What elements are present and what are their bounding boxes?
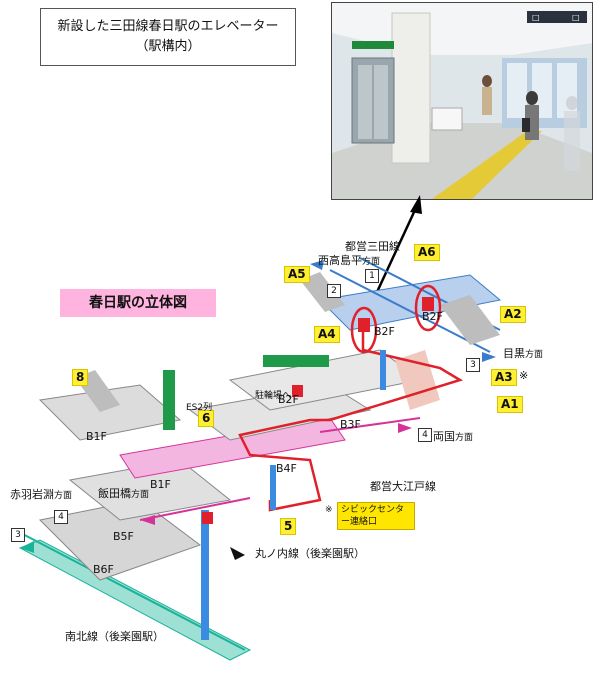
label-bicycle-parking: 駐輪場へ [255,391,292,401]
exit-6: 6 [198,410,215,427]
floor-b4f: B4F [276,462,297,475]
civic-center-entrance: シビックセンター連絡口 [337,502,415,530]
exit-5: 5 [280,518,297,535]
label-mita-line: 都営三田線 [345,240,400,253]
platform-num-4-left: 4 [54,510,68,524]
caption-line-2: （駅構内） [135,39,201,54]
dir-akabaneiwabuchi: 赤羽岩淵方面 [10,488,73,501]
label-namboku-line: 南北線（後楽園駅） [65,630,164,643]
floor-b1f-left: B1F [86,430,107,443]
exit-a1: A1 [497,396,523,413]
floor-b6f: B6F [93,563,114,576]
elevator-photo: □ □ [331,2,593,200]
civic-note: ※ [325,505,333,515]
exit-a4: A4 [314,326,340,343]
floor-b2f-c: B2F [278,393,299,406]
platform-num-3-right: 3 [466,358,480,372]
floor-b2f-a: B2F [422,310,443,323]
platform-num-2: 2 [327,284,341,298]
caption-line-1: 新設した三田線春日駅のエレベーター [57,19,279,34]
exit-8: 8 [72,369,89,386]
dir-iidabashi: 飯田橋方面 [98,487,150,500]
photo-sign-left: □ [532,13,540,22]
platform-num-4-right: 4 [418,428,432,442]
platform-num-3-left: 3 [11,528,25,542]
platform-num-1: 1 [365,269,379,283]
dir-meguro: 目黒方面 [503,347,544,360]
label-oedo-line: 都営大江戸線 [370,480,436,493]
floor-b3f: B3F [340,418,361,431]
floor-b1f-center: B1F [150,478,171,491]
photo-sign-right: □ [572,13,580,22]
exit-a2: A2 [500,306,526,323]
exit-a6: A6 [414,244,440,261]
dir-ryogoku: 両国方面 [433,430,474,443]
label-es2: ES2列 [186,403,213,413]
caption-box: 新設した三田線春日駅のエレベーター （駅構内） [40,8,296,66]
floor-b2f-b: B2F [374,325,395,338]
dir-nishitakashimadaira: 西高島平方面 [318,254,381,267]
exit-a3: A3 [491,369,517,386]
label-marunouchi-line: 丸ノ内線（後楽園駅） [255,547,365,560]
floor-b5f: B5F [113,530,134,543]
exit-a5: A5 [284,266,310,283]
exit-a3-note: ※ [519,369,529,382]
diagram-title: 春日駅の立体図 [60,289,216,317]
